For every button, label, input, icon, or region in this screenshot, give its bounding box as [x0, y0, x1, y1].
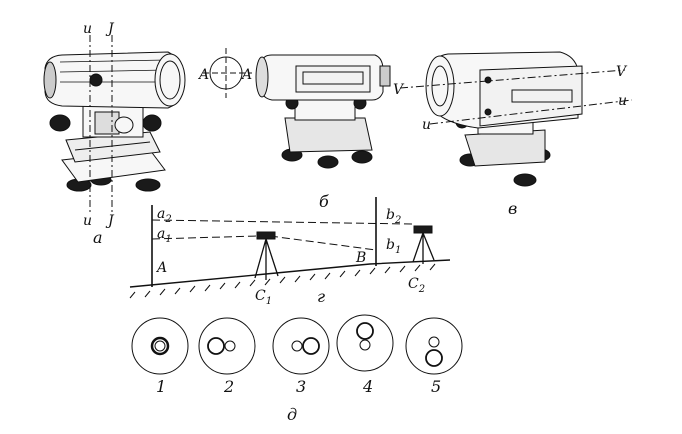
sight-line-1b — [269, 235, 377, 251]
bubble-number-2: 2 — [223, 377, 234, 396]
point-a1-label: a1 — [157, 226, 172, 245]
bubble-3 — [302, 337, 320, 355]
leveling-screw — [513, 173, 537, 187]
bubble-vial-5 — [405, 317, 463, 375]
sight-knob — [89, 73, 103, 87]
bubble-number-4: 4 — [362, 377, 373, 396]
bubble-viewer — [295, 65, 371, 93]
sight-line-1a — [151, 235, 259, 240]
panel-g-leveling-scheme: a2 a1 b2 b1 A B C1 C2 г — [129, 197, 451, 307]
eyepiece — [43, 61, 57, 99]
bubble-number-3: 3 — [296, 377, 306, 396]
bubble-5 — [425, 349, 443, 367]
objective-lens-inner — [431, 65, 449, 107]
instrument-c2 — [413, 225, 433, 234]
bubble-4 — [356, 322, 374, 340]
bubble-number-5: 5 — [431, 377, 441, 396]
axis-j-top-label: J — [105, 21, 115, 37]
panel-d-bubble-positions: 1 2 3 4 5 д — [131, 314, 463, 424]
point-a2-label: a2 — [157, 206, 172, 225]
objective-lens — [425, 55, 455, 117]
ground-line — [129, 259, 451, 288]
leveling-screw — [135, 178, 161, 192]
bubble-vial-3 — [272, 317, 330, 375]
panel-b-level-side-view: A A б — [197, 48, 391, 211]
instrument-c1 — [256, 231, 276, 240]
sight-line-2 — [151, 219, 413, 225]
bubble-2-center — [224, 340, 236, 352]
panel-d-caption: д — [287, 405, 297, 424]
tripod-c1 — [254, 238, 279, 280]
axis-v-left-label: V — [393, 82, 405, 98]
axis-j-bottom-label: J — [105, 213, 115, 229]
axis-a-left-label: A — [197, 67, 209, 83]
panel-v-level-rear-view: V V u u в — [393, 51, 633, 218]
axis-u-line — [429, 99, 633, 125]
axis-u-bottom-label: u — [83, 213, 92, 229]
bubble-number-1: 1 — [156, 377, 166, 396]
station-c1-label: C1 — [255, 288, 272, 307]
tangent-screw — [142, 114, 162, 132]
screw-head — [484, 108, 492, 116]
point-b2-label: b2 — [386, 207, 401, 226]
side-knob — [114, 116, 134, 134]
point-A-label: A — [155, 260, 167, 276]
axis-u-right-label: u — [618, 93, 627, 109]
telescope-shading — [59, 59, 167, 83]
objective-lens-inner — [159, 60, 181, 100]
instrument-stand — [294, 99, 356, 121]
bubble-viewer — [479, 65, 583, 127]
bubble-1-center — [154, 340, 166, 352]
axis-v-right-label: V — [616, 64, 628, 80]
screw-head — [484, 76, 492, 84]
leveling-screw — [351, 150, 373, 164]
bubble-vial-1 — [131, 317, 189, 375]
point-b1-label: b1 — [386, 237, 401, 256]
leveling-screw — [317, 155, 339, 169]
tribrach-body — [284, 117, 373, 153]
panel-g-caption: г — [317, 287, 325, 306]
axis-v-line — [399, 69, 626, 89]
eyepiece — [379, 65, 391, 87]
tribrach-body — [464, 129, 546, 167]
axis-a-right-label: A — [240, 67, 252, 83]
focusing-knob — [49, 114, 71, 132]
bubble-5-center — [428, 336, 440, 348]
bubble-3-center — [291, 340, 303, 352]
bubble-4-center — [359, 339, 371, 351]
axis-u-left-label: u — [422, 117, 431, 133]
point-B-label: B — [355, 250, 366, 266]
ground-hatching — [129, 263, 436, 299]
panel-v-caption: в — [508, 199, 517, 218]
station-c2-label: C2 — [408, 276, 425, 295]
bubble-viewer-window — [511, 89, 573, 103]
bubble-viewer-window — [302, 71, 364, 85]
axis-u-top-label: u — [83, 21, 92, 37]
bubble-2 — [207, 337, 225, 355]
panel-a-caption: а — [93, 228, 103, 247]
bubble-1 — [150, 336, 170, 356]
bubble-vial-4 — [336, 314, 394, 372]
panel-b-caption: б — [319, 192, 329, 211]
tripod-c2 — [412, 232, 435, 264]
bubble-vial-2 — [198, 317, 256, 375]
panel-a-level-front-view: u J u J а — [43, 21, 186, 247]
objective-lens — [255, 56, 269, 98]
